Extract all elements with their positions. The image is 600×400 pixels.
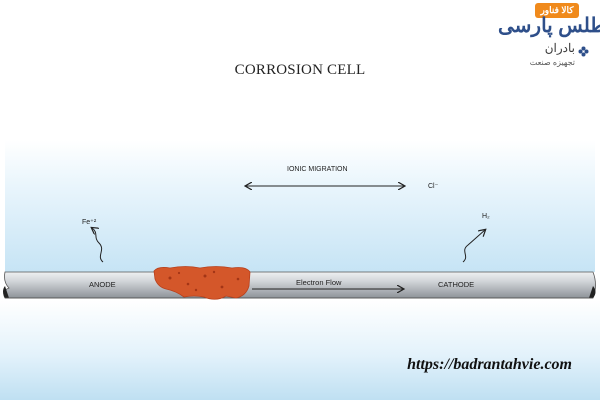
- ionic-migration-label: IONIC MIGRATION: [287, 166, 348, 173]
- cathode-label: CATHODE: [438, 280, 475, 289]
- diagram-title: CORROSION CELL: [234, 62, 366, 78]
- logo-tagline: تجهیزه صنعت: [529, 58, 575, 67]
- logo-brand: بادران: [544, 41, 575, 55]
- corrosion-pit: [153, 266, 251, 300]
- chloride-label: Cl⁻: [428, 183, 439, 190]
- metal-pipe: [3, 271, 596, 299]
- lower-background: [0, 300, 600, 400]
- anode-label: ANODE: [89, 280, 116, 289]
- flower-icon: [578, 46, 589, 57]
- fe-ion-wavy-arrow: [92, 228, 104, 263]
- website-url[interactable]: https://badrantahvie.com: [407, 356, 572, 373]
- logo-badge: کالا فناور: [535, 3, 579, 18]
- logo-name: اطلس پارسی: [498, 15, 600, 37]
- iron-ion-label: Fe⁺²: [82, 219, 97, 226]
- electrolyte-region: [5, 140, 595, 272]
- hydrogen-label: H₂: [482, 213, 490, 220]
- h2-wavy-arrow: [462, 230, 485, 263]
- electron-flow-label: Electron Flow: [296, 278, 342, 287]
